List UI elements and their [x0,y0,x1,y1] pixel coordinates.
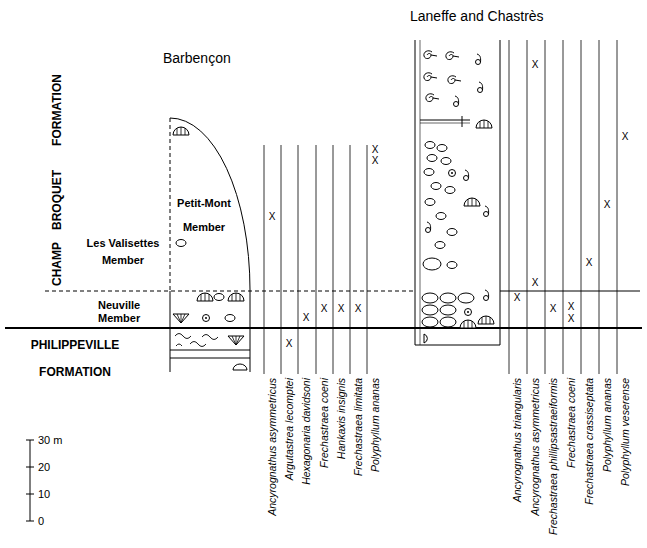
occurrence-mark: X [514,293,521,303]
occurrence-mark: X [338,304,345,314]
formation-name: PHILIPPEVILLE FORMATION [10,332,140,386]
occurrence-mark: X [622,132,629,142]
occurrence-mark: X [532,60,539,70]
occurrence-mark: X [532,278,539,288]
member-name: Neuville Member [98,299,158,325]
taxon-name: Polyphyllum ananas [601,378,613,472]
taxon-name: Argutastrea lecomptei [283,378,295,480]
occurrence-mark: X [586,258,593,268]
occurrence-mark: X [286,339,293,349]
occurrence-mark: X [321,304,328,314]
occurrence-mark: X [269,212,276,222]
occurrence-mark: X [568,314,575,324]
taxon-name: Frechastraea crassiseptata [583,378,595,505]
occurrence-mark: X [604,200,611,210]
occurrence-mark: X [568,302,575,312]
member-name: Les Valisettes Member [78,235,168,269]
taxon-name: Hankaxis insignis [335,378,347,459]
member-name: Petit-Mont Member [172,191,236,239]
occurrence-mark: X [355,304,362,314]
formation-name: BROQUET [51,170,63,230]
scale-label: 0 [38,516,44,527]
taxon-name: Frechastraea coeni [318,378,330,468]
taxon-name: Frechastraea phillipsastraeiformis [547,378,559,535]
occurrence-mark: X [372,156,379,166]
site-name: Barbençon [163,50,231,67]
scale-label: 20 [38,462,50,473]
taxon-name: Polyphyllum ananas [369,378,381,472]
taxon-name: Frechastraea coeni [565,378,577,468]
taxon-name: Frechastraea limitata [352,378,364,476]
taxon-name: Polyphyllum veserense [619,378,631,486]
occurrence-mark: X [372,145,379,155]
occurrence-mark: X [303,313,310,323]
scale-label: 30 m [38,435,62,446]
taxon-name: Ancyrognathus asymmetricus [529,378,541,516]
occurrence-mark: X [550,304,557,314]
taxon-name: Ancyrognathus asymmetricus [266,378,278,516]
formation-name: CHAMP [51,242,63,286]
formation-name: FORMATION [51,74,63,146]
taxon-name: Hexagonaria davidsoni [300,378,312,485]
taxon-name: Ancyrognathus triangularis [511,378,523,502]
site-name: Laneffe and Chastrès [410,8,544,25]
scale-label: 10 [38,489,50,500]
